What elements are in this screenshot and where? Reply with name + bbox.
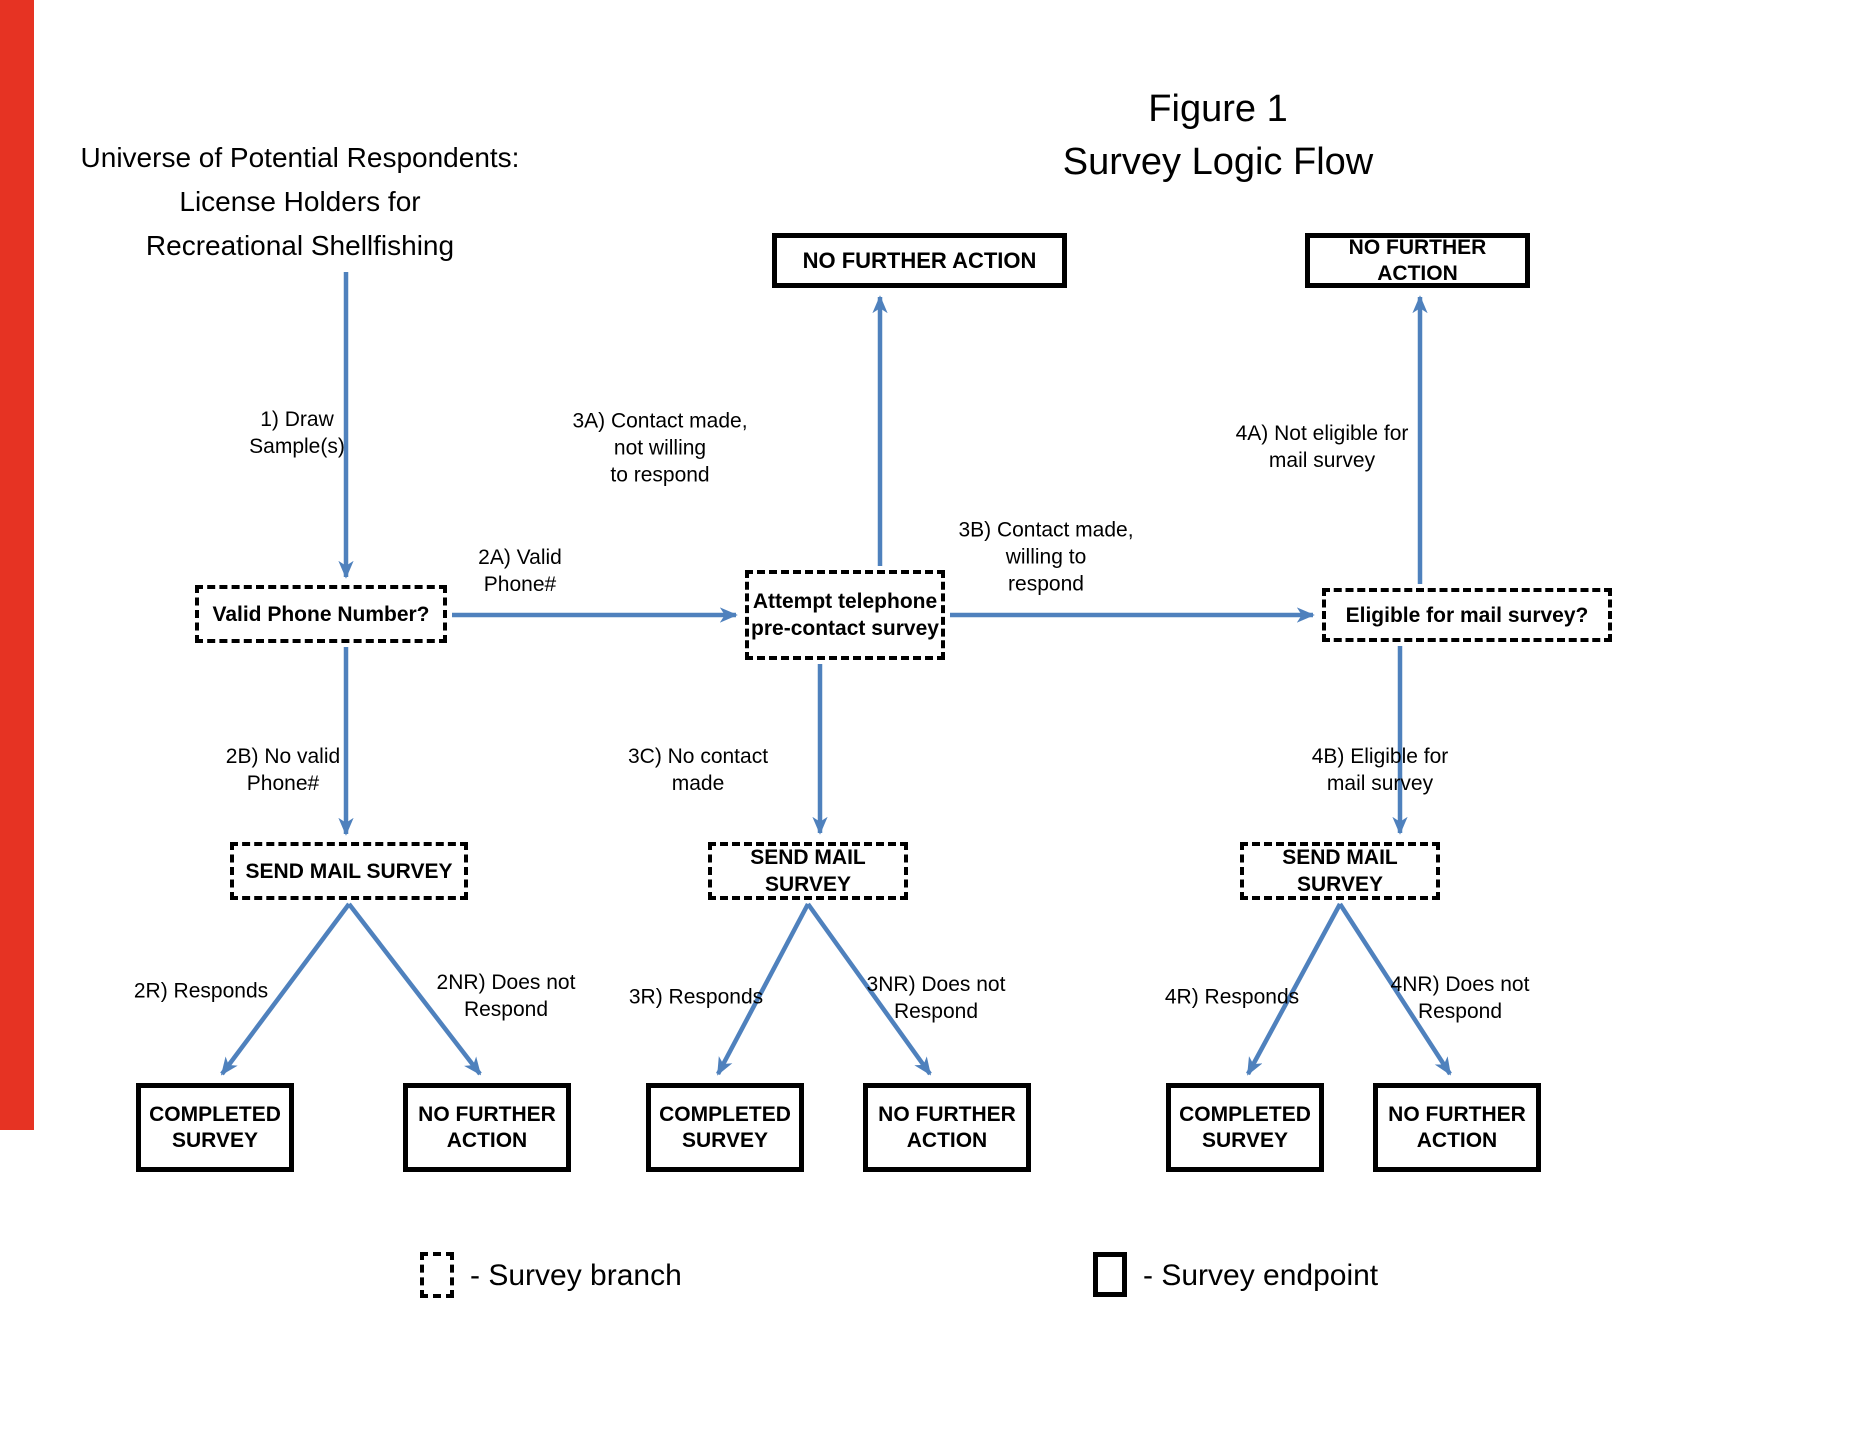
- label-draw-sample: 1) Draw Sample(s): [249, 408, 345, 458]
- endpoint-completed-survey-1: COMPLETED SURVEY: [136, 1083, 294, 1172]
- branch-send-mail-survey-right: SEND MAIL SURVEY: [1240, 842, 1440, 900]
- endpoint-no-further-action-1: NO FURTHER ACTION: [403, 1083, 571, 1172]
- branch-attempt-telephone-survey: Attempt telephone pre-contact survey: [745, 570, 945, 660]
- arrow-2r: [220, 902, 351, 1076]
- label-3r-responds: 3R) Responds: [628, 985, 764, 1009]
- label-3c-no-contact: 3C) No contact made: [627, 745, 769, 795]
- legend-endpoint-label: - Survey endpoint: [1143, 1259, 1379, 1292]
- label-4r-responds: 4R) Responds: [1164, 985, 1300, 1009]
- endpoint-completed-survey-2: COMPLETED SURVEY: [646, 1083, 804, 1172]
- label-4a-not-eligible: 4A) Not eligible for mail survey: [1235, 422, 1409, 472]
- branch-send-mail-survey-mid: SEND MAIL SURVEY: [708, 842, 908, 900]
- label-3b-willing: 3B) Contact made, willing to respond: [958, 518, 1134, 596]
- branch-send-mail-survey-left: SEND MAIL SURVEY: [230, 842, 468, 900]
- legend-branch-swatch: [420, 1252, 454, 1298]
- arrow-3nr: [806, 902, 932, 1076]
- arrow-3r: [716, 902, 810, 1076]
- endpoint-no-further-action-top-right: NO FURTHER ACTION: [1305, 233, 1530, 288]
- red-edge-bar: [0, 0, 34, 1130]
- arrow-4r: [1246, 902, 1342, 1076]
- endpoint-completed-survey-3: COMPLETED SURVEY: [1166, 1083, 1324, 1172]
- legend-branch-label: - Survey branch: [470, 1259, 682, 1292]
- legend-endpoint-swatch: [1093, 1252, 1127, 1297]
- label-3a-not-willing: 3A) Contact made, not willing to respond: [572, 409, 748, 487]
- label-4b-eligible: 4B) Eligible for mail survey: [1311, 745, 1449, 795]
- arrow-2nr: [347, 902, 482, 1076]
- endpoint-no-further-action-top-mid: NO FURTHER ACTION: [772, 233, 1067, 288]
- arrow-4nr: [1338, 902, 1452, 1076]
- branch-eligible-mail-survey: Eligible for mail survey?: [1322, 588, 1612, 642]
- label-2nr-no-respond: 2NR) Does not Respond: [436, 971, 576, 1021]
- endpoint-no-further-action-2: NO FURTHER ACTION: [863, 1083, 1031, 1172]
- label-2a-valid-phone: 2A) Valid Phone#: [478, 546, 562, 596]
- figure-title: Figure 1 Survey Logic Flow: [1062, 88, 1374, 183]
- label-2r-responds: 2R) Responds: [133, 979, 269, 1003]
- label-4nr-no-respond: 4NR) Does not Respond: [1390, 973, 1530, 1023]
- label-2b-no-valid-phone: 2B) No valid Phone#: [225, 745, 341, 795]
- label-3nr-no-respond: 3NR) Does not Respond: [866, 973, 1006, 1023]
- endpoint-no-further-action-3: NO FURTHER ACTION: [1373, 1083, 1541, 1172]
- branch-valid-phone-number: Valid Phone Number?: [195, 585, 447, 643]
- universe-header: Universe of Potential Respondents: Licen…: [80, 142, 520, 261]
